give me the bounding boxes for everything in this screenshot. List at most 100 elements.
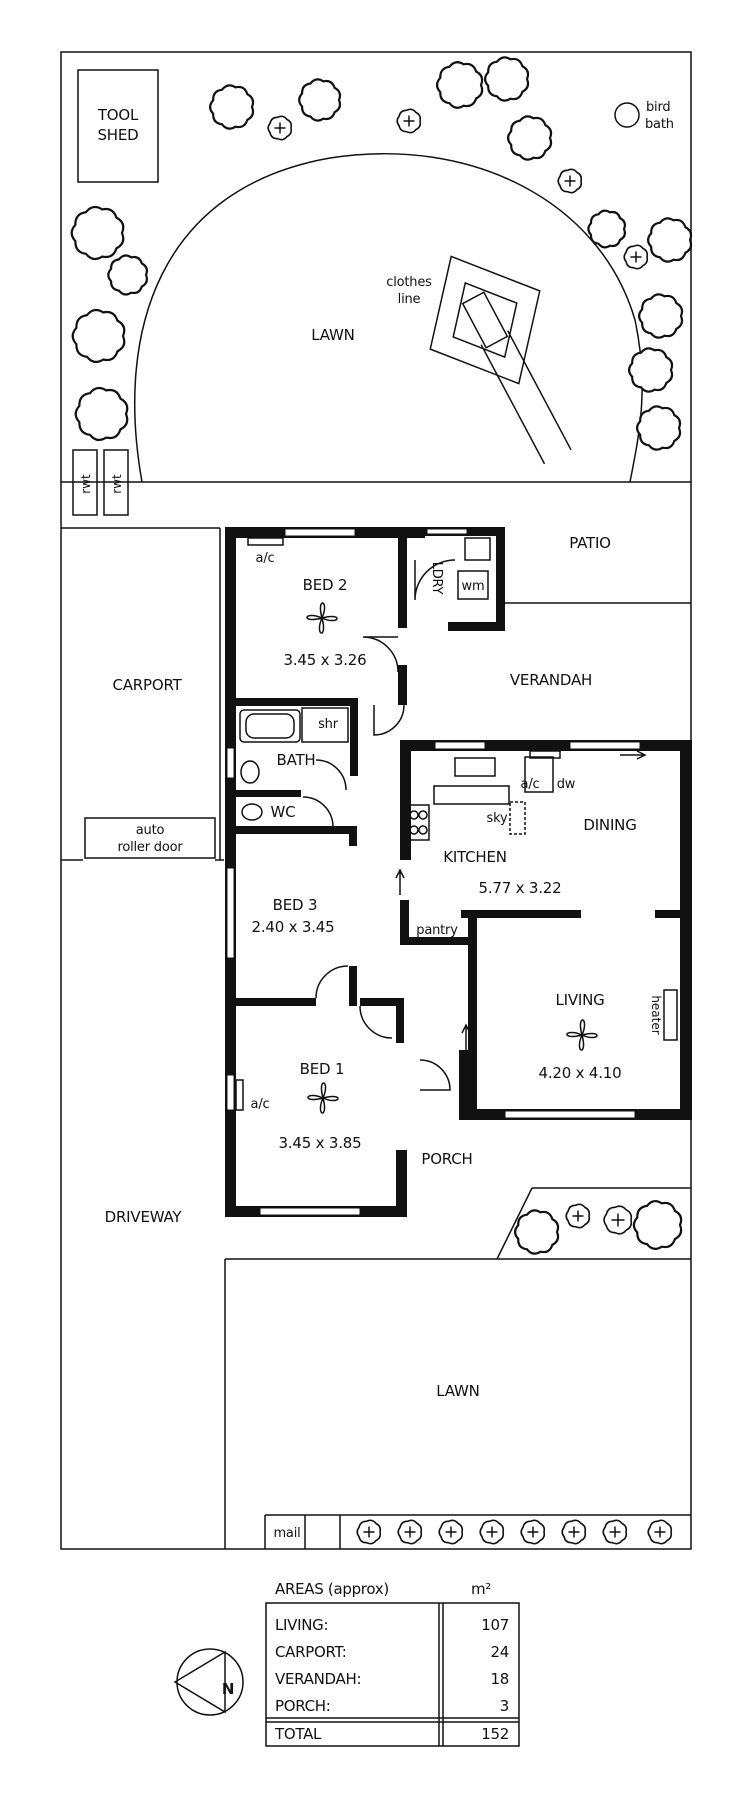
bed1-ac-label: a/c	[251, 1097, 270, 1112]
tree-icon	[484, 56, 530, 102]
tree-icon	[435, 61, 484, 109]
patio-label: PATIO	[569, 534, 611, 552]
sink	[509, 801, 526, 835]
areas-row-label: VERANDAH:	[275, 1670, 361, 1688]
tree-icon	[628, 347, 674, 393]
window	[226, 747, 235, 779]
window	[284, 528, 356, 537]
shrub-center-icon	[564, 175, 576, 187]
tree-icon	[298, 78, 342, 122]
roller-door-label-2: roller door	[117, 840, 183, 855]
tool-shed	[77, 69, 159, 183]
shrub-center-icon	[568, 1526, 580, 1538]
shrub-center-icon	[572, 1210, 584, 1222]
living-name: LIVING	[555, 991, 604, 1009]
clothes-line-label-2: line	[398, 292, 421, 307]
bed3-name: BED 3	[273, 896, 318, 914]
bird-bath-label-2: bath	[645, 117, 674, 132]
shrub-center-icon	[404, 1526, 416, 1538]
roller-door	[84, 817, 216, 859]
window	[504, 1110, 636, 1119]
ceiling-fan-icon	[306, 602, 338, 634]
areas-total-label: TOTAL	[274, 1725, 322, 1743]
tree-icon	[647, 217, 693, 263]
window	[226, 867, 235, 959]
areas-heading: AREAS (approx)	[275, 1580, 389, 1598]
bath-label: BATH	[276, 751, 315, 769]
svg-text:N: N	[222, 1680, 234, 1698]
window	[426, 528, 468, 535]
areas-total-value: 152	[481, 1725, 509, 1743]
dining-ac-label: a/c	[521, 777, 540, 792]
tree-icon	[507, 115, 553, 161]
roller-door-label-1: auto	[136, 823, 165, 838]
garden-line	[496, 1187, 533, 1260]
trough	[464, 537, 491, 561]
areas-row-value: 3	[500, 1697, 509, 1715]
bath-tub	[239, 709, 301, 743]
areas-row-value: 24	[491, 1643, 510, 1661]
shrub-center-icon	[654, 1526, 666, 1538]
tree-icon	[636, 405, 682, 451]
porch-label: PORCH	[421, 1150, 472, 1168]
ceiling-fan-icon	[566, 1019, 598, 1051]
areas-table: AREAS (approx) m² LIVING:107CARPORT:24VE…	[265, 1580, 520, 1747]
trees	[70, 56, 693, 1545]
window	[259, 1207, 361, 1216]
dishwasher	[524, 756, 554, 793]
ac-unit	[247, 537, 284, 546]
tree-icon	[514, 1209, 560, 1255]
sky-label: sky	[487, 811, 508, 826]
shower	[301, 707, 349, 743]
living-size: 4.20 x 4.10	[538, 1064, 621, 1082]
tree-icon	[74, 386, 129, 442]
bird-bath-label-1: bird	[646, 100, 670, 115]
door-swings	[302, 559, 456, 1091]
rainwater-tank-2	[103, 449, 129, 516]
areas-row-label: LIVING:	[275, 1616, 328, 1634]
carport-label: CARPORT	[112, 676, 182, 694]
kitchen-dining-size: 5.77 x 3.22	[478, 879, 561, 897]
shrub-center-icon	[630, 251, 642, 263]
shrub-center-icon	[486, 1526, 498, 1538]
shrub-center-icon	[363, 1526, 375, 1538]
wc-label: WC	[271, 803, 296, 821]
clothes-line-icon	[429, 255, 572, 465]
bed3-size: 2.40 x 3.45	[251, 918, 334, 936]
driveway-label: DRIVEWAY	[105, 1208, 183, 1226]
tool-shed-label-2: SHED	[97, 126, 138, 144]
cooktop	[408, 804, 430, 841]
shrub-center-icon	[274, 122, 286, 134]
window	[569, 741, 641, 750]
ac-unit	[529, 750, 561, 759]
heater-label: heater	[649, 995, 663, 1034]
entry-arrows	[395, 750, 647, 1050]
lawn-outline	[133, 152, 643, 483]
areas-row-label: CARPORT:	[275, 1643, 347, 1661]
basin	[240, 760, 260, 784]
tool-shed-label-1: TOOL	[97, 106, 139, 124]
north-arrow-icon: N	[173, 1648, 244, 1716]
ac-unit	[235, 1079, 244, 1111]
verandah-label: VERANDAH	[510, 671, 592, 689]
wm-label: wm	[462, 579, 485, 594]
dining-label: DINING	[583, 816, 636, 834]
bed2-size: 3.45 x 3.26	[283, 651, 366, 669]
clothes-line-label-1: clothes	[386, 275, 432, 290]
areas-row-value: 18	[491, 1670, 510, 1688]
front-lawn-label: LAWN	[436, 1382, 479, 1400]
pantry-label: pantry	[416, 923, 458, 938]
rear-lawn-label: LAWN	[311, 326, 354, 344]
rainwater-tank-1	[72, 449, 98, 516]
tree-icon	[632, 1200, 683, 1250]
wc-toilet	[241, 803, 263, 821]
bird-bath-icon	[614, 102, 640, 128]
bed1-size: 3.45 x 3.85	[278, 1134, 361, 1152]
dw-label: dw	[557, 777, 576, 792]
rangehood	[454, 757, 496, 777]
tree-icon	[587, 209, 626, 249]
areas-unit: m²	[471, 1580, 491, 1598]
